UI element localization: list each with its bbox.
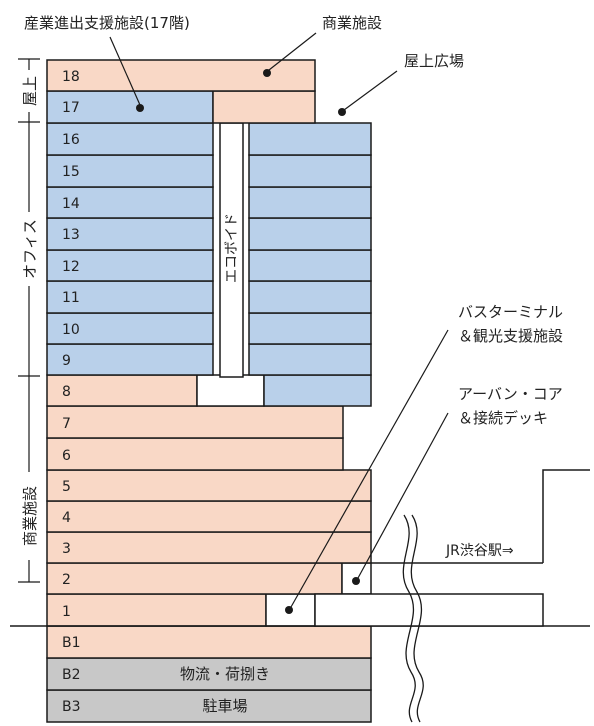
callout-bus-terminal-1: バスターミナル [458,303,563,321]
floor-number: 16 [62,132,80,148]
floor-11-east [248,280,372,314]
marker-dot [136,104,144,112]
floor-14-east [248,186,372,219]
floor-13-west [46,217,214,251]
floor-2-block [46,562,343,595]
floor-number: B3 [62,699,81,715]
floor-9-west [46,343,214,376]
floor-b2-block [46,657,372,691]
floor-number: 10 [62,322,80,338]
callout-bus-terminal-2: ＆観光支援施設 [458,327,563,345]
jr-station-label: JR渋谷駅⇒ [445,543,514,559]
zone-label-commercial: 商業施設 [21,486,39,546]
zone-label-office: オフィス [21,219,39,279]
floor-16-east [248,122,372,156]
floor-8-void-base [196,374,265,407]
floor-8-block [46,374,198,407]
break-line [410,514,424,723]
floor-12-west [46,249,214,282]
floor-number: 12 [62,259,80,275]
leader-line [290,329,449,608]
floor-number: 13 [62,227,80,243]
floor-number: B1 [62,635,81,651]
logistics-label: 物流・荷捌き [180,665,270,683]
floor-7-block [46,405,344,439]
floor-17-commercial [212,90,316,124]
callout-urban-core-1: アーバン・コア [458,385,563,403]
floor-6-block [46,437,344,471]
floor-number: 8 [62,384,71,400]
floor-9-east [248,343,372,376]
floor-number: 18 [62,69,80,85]
leader-line [268,32,317,71]
floor-4-block [46,500,372,533]
zone-label-rooftop: 屋上 [21,76,39,106]
floor-3-block [46,531,372,564]
floor-number: 2 [62,572,71,588]
floor-14-west [46,186,214,219]
break-line [402,514,416,723]
floor-5-block [46,469,372,502]
parking-label: 駐車場 [202,697,247,715]
marker-dot [338,108,346,116]
floor-15-east [248,154,372,188]
eco-void-label: エコボイド [224,213,240,283]
station-building-outline [542,469,590,563]
marker-dot [263,69,271,77]
floor-15-west [46,154,214,188]
marker-dot [285,606,293,614]
floor-number: 6 [62,448,71,464]
leader-line [357,412,449,579]
floor-10-west [46,312,214,345]
floor-number: 3 [62,541,71,557]
floor-16-west [46,122,214,156]
floor-number: 15 [62,164,80,180]
floor-number: 5 [62,479,71,495]
floor-number: B2 [62,667,81,683]
floor-b1-block [46,625,372,659]
floor-12-east [248,249,372,282]
callout-roof-plaza: 屋上広場 [404,52,464,70]
floor-1-block [46,593,267,627]
marker-dot [352,577,360,585]
floor-number: 14 [62,196,80,212]
floor-number: 17 [62,100,80,116]
floor-10-east [248,312,372,345]
floor-11-west [46,280,214,314]
floor-13-east [248,217,372,251]
floor-number: 11 [62,290,80,306]
floor-b3-block [46,689,372,723]
callout-urban-core-2: ＆接続デッキ [458,409,548,427]
leader-line [343,70,398,111]
floor-number: 7 [62,416,71,432]
floor-number: 9 [62,353,71,369]
connecting-deck [314,593,544,627]
floor-8-office-east [263,374,372,407]
floor-number: 4 [62,510,71,526]
callout-commercial: 商業施設 [322,14,382,32]
leader-line [109,36,141,106]
callout-incubation: 産業進出支援施設(17階) [24,14,190,32]
floor-number: 1 [62,604,71,620]
floor-18-commercial [46,59,316,92]
